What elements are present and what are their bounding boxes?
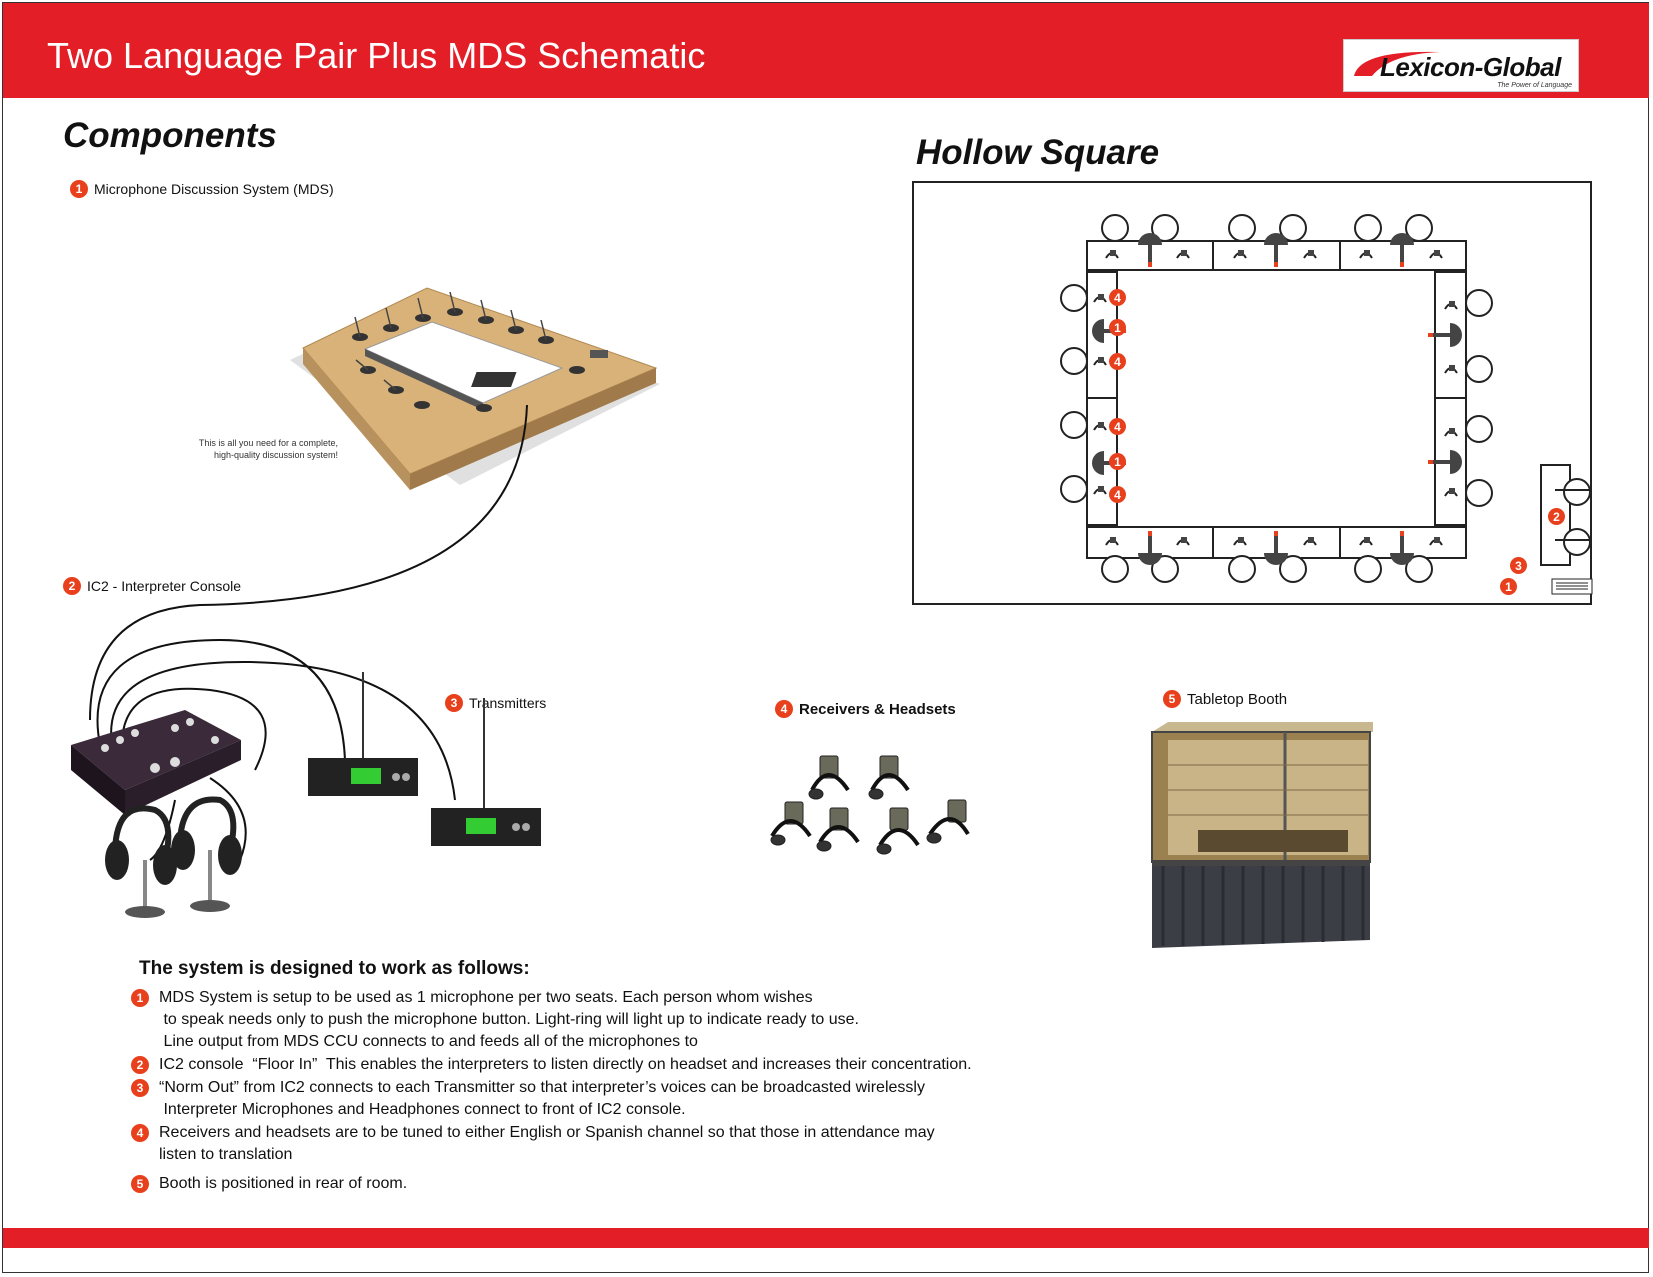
footer-bar	[3, 1228, 1649, 1248]
central-control-unit-icon	[1551, 578, 1593, 595]
transmitter-unit	[308, 672, 418, 796]
receiver-headset-icon	[926, 799, 970, 844]
component-label-text: Microphone Discussion System (MDS)	[94, 181, 334, 197]
badge-1: 1	[70, 180, 88, 198]
mds-caption: This is all you need for a complete, hig…	[150, 437, 338, 461]
logo-text: Lexicon-Global	[1380, 52, 1561, 82]
tabletop-booth-illustration	[1151, 722, 1373, 948]
mds-caption-line1: This is all you need for a complete,	[198, 438, 338, 448]
component-label-text: Transmitters	[469, 695, 547, 711]
explanation-title: The system is designed to work as follow…	[139, 958, 530, 979]
logo-tagline: The Power of Language	[1497, 82, 1572, 89]
step-badge: 1	[131, 989, 149, 1007]
hollow-square-diagram	[912, 181, 1592, 605]
step-line: MDS System is setup to be used as 1 micr…	[159, 989, 813, 1006]
hs-marker-1: 1	[1500, 578, 1517, 595]
component-label-receivers: 4 Receivers & Headsets	[775, 700, 956, 718]
step-line: to speak needs only to push the micropho…	[159, 1011, 859, 1028]
microphone-icon	[1090, 231, 1464, 567]
component-label-text: Tabletop Booth	[1187, 690, 1288, 708]
hs-marker-4: 4	[1109, 486, 1126, 503]
hs-marker-4: 4	[1109, 289, 1126, 306]
hs-marker-3: 3	[1510, 557, 1527, 574]
receiver-headset-icon	[770, 801, 812, 846]
badge-5: 5	[1163, 690, 1181, 708]
hs-marker-2: 2	[1548, 508, 1565, 525]
step-line: listen to translation	[159, 1146, 293, 1163]
component-label-text: Receivers & Headsets	[799, 700, 956, 718]
step-badge: 2	[131, 1056, 149, 1074]
component-label-ic2: 2 IC2 - Interpreter Console	[63, 577, 241, 595]
explanation-step: 5 Booth is positioned in rear of room.	[131, 1173, 407, 1195]
step-line: Line output from MDS CCU connects to and…	[159, 1033, 698, 1050]
headset-icon	[171, 796, 242, 912]
page-title: Two Language Pair Plus MDS Schematic	[47, 35, 706, 76]
receiver-headset-icon	[868, 755, 910, 800]
hs-marker-4: 4	[1109, 353, 1126, 370]
component-label-transmitters: 3 Transmitters	[445, 694, 546, 712]
receiver-headset-icon	[816, 807, 860, 852]
badge-2: 2	[63, 577, 81, 595]
component-label-text: IC2 - Interpreter Console	[87, 578, 242, 594]
components-title: Components	[63, 116, 277, 155]
explanation-step: 4 Receivers and headsets are to be tuned…	[131, 1122, 935, 1166]
step-line: IC2 console “Floor In” This enables the …	[159, 1056, 972, 1073]
component-label-booth: 5 Tabletop Booth	[1163, 690, 1287, 708]
receivers-illustration	[770, 755, 970, 855]
transmitter-unit	[431, 698, 541, 846]
component-label-mds: 1 Microphone Discussion System (MDS)	[70, 180, 334, 198]
hollow-square-title: Hollow Square	[916, 133, 1160, 172]
step-line: “Norm Out” from IC2 connects to each Tra…	[159, 1079, 925, 1096]
mds-table-illustration	[290, 287, 660, 490]
transmitters-illustration	[308, 672, 541, 846]
logo-swoosh-icon	[1354, 51, 1440, 76]
hs-marker-1: 1	[1109, 453, 1126, 470]
badge-3: 3	[445, 694, 463, 712]
explanation-step: 2 IC2 console “Floor In” This enables th…	[131, 1054, 972, 1076]
step-line: Receivers and headsets are to be tuned t…	[159, 1124, 935, 1141]
step-badge: 5	[131, 1175, 149, 1193]
explanation-step: 1 MDS System is setup to be used as 1 mi…	[131, 987, 859, 1053]
receiver-headset-icon	[876, 807, 920, 855]
hs-marker-4: 4	[1109, 418, 1126, 435]
hs-marker-1: 1	[1109, 319, 1126, 336]
step-badge: 4	[131, 1124, 149, 1142]
step-line: Booth is positioned in rear of room.	[159, 1175, 408, 1192]
step-badge: 3	[131, 1079, 149, 1097]
step-line: Interpreter Microphones and Headphones c…	[159, 1101, 686, 1118]
ic2-console-illustration	[71, 710, 242, 918]
mds-caption-line2: high-quality discussion system!	[213, 450, 338, 460]
lexicon-global-logo: Lexicon-Global The Power of Language	[1343, 39, 1579, 92]
badge-4: 4	[775, 700, 793, 718]
receiver-headset-icon	[808, 755, 850, 800]
explanation-step: 3 “Norm Out” from IC2 connects to each T…	[131, 1077, 925, 1121]
receiver-icon	[1093, 249, 1458, 546]
headset-icon	[105, 805, 177, 918]
